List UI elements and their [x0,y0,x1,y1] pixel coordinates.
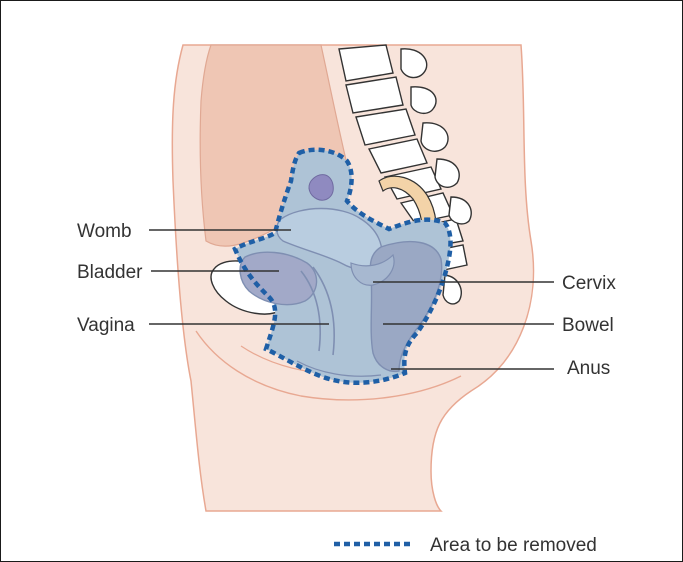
label-bladder: Bladder [77,262,143,283]
legend-label: Area to be removed [430,535,597,556]
label-anus: Anus [567,358,610,379]
ovary-shape [309,175,333,201]
label-cervix: Cervix [562,273,616,294]
label-bowel: Bowel [562,315,614,336]
label-vagina: Vagina [77,315,135,336]
label-womb: Womb [77,221,132,242]
